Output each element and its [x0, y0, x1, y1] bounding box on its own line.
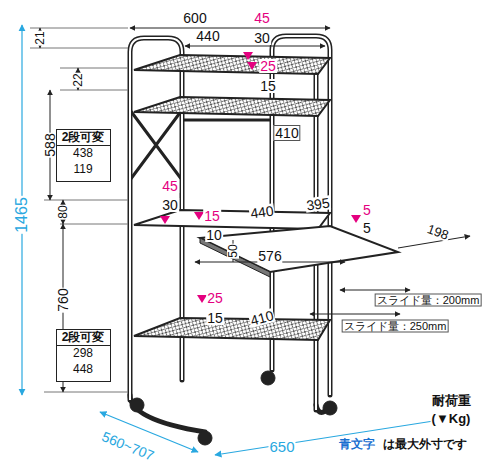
- dimension-label: 576: [257, 249, 282, 263]
- dimension-label: スライド量：200mm: [375, 294, 482, 307]
- dimension-label: 600: [182, 11, 207, 25]
- dimension-label: 45: [161, 179, 179, 193]
- dimension-label: 650: [268, 439, 295, 454]
- dimension-label: 25: [206, 291, 224, 305]
- dimension-label: は最大外寸です: [382, 438, 468, 450]
- dimension-label: 45: [253, 11, 271, 25]
- dimension-label: 30: [253, 31, 271, 45]
- dimension-label: 青文字: [338, 438, 376, 450]
- dimension-label: 耐荷重: [431, 394, 472, 407]
- dimension-label: 22: [72, 72, 84, 87]
- shelves: [134, 55, 330, 340]
- dimension-label: 15: [259, 79, 277, 93]
- dimension-label: 21: [34, 30, 46, 45]
- dimension-label: 395: [304, 195, 331, 212]
- dimension-label: 10: [205, 228, 223, 242]
- dimension-label: 560~707: [99, 429, 157, 463]
- box-heading: 2段可変: [57, 330, 110, 347]
- box-value: 119: [57, 162, 110, 178]
- dimension-label: 80: [57, 204, 69, 219]
- dimension-lines: [30, 28, 470, 392]
- dimension-label: (▼Kg): [431, 412, 472, 425]
- dimension-label: 15: [203, 209, 221, 223]
- frame-highlight: [130, 36, 330, 410]
- box-value: 438: [57, 146, 110, 162]
- dimension-label: 1465: [14, 196, 30, 234]
- max-dimension-lines: [22, 25, 440, 455]
- dimension-label: 25: [259, 59, 277, 73]
- dimension-label: 760: [56, 287, 70, 312]
- adjustable-spec-box: 2段可変298448: [56, 329, 111, 382]
- dimension-label: 50: [227, 243, 239, 258]
- dimension-label: 15: [206, 311, 224, 325]
- casters: [130, 371, 337, 445]
- dimension-label: 30: [161, 198, 179, 212]
- dimension-label: 5: [362, 203, 372, 217]
- dimension-label: スライド量：250mm: [342, 320, 449, 333]
- load-marks: [160, 52, 361, 303]
- dimension-label: 198: [425, 222, 452, 242]
- dimension-label: 5: [362, 221, 372, 235]
- adjustable-spec-box: 2段可変438119: [56, 129, 111, 182]
- box-value: 298: [57, 346, 110, 362]
- dimension-label: 440: [248, 203, 275, 220]
- box-heading: 2段可変: [57, 130, 110, 147]
- box-value: 448: [57, 362, 110, 378]
- dimension-label: 440: [195, 29, 220, 43]
- dimension-label: 410: [273, 125, 300, 141]
